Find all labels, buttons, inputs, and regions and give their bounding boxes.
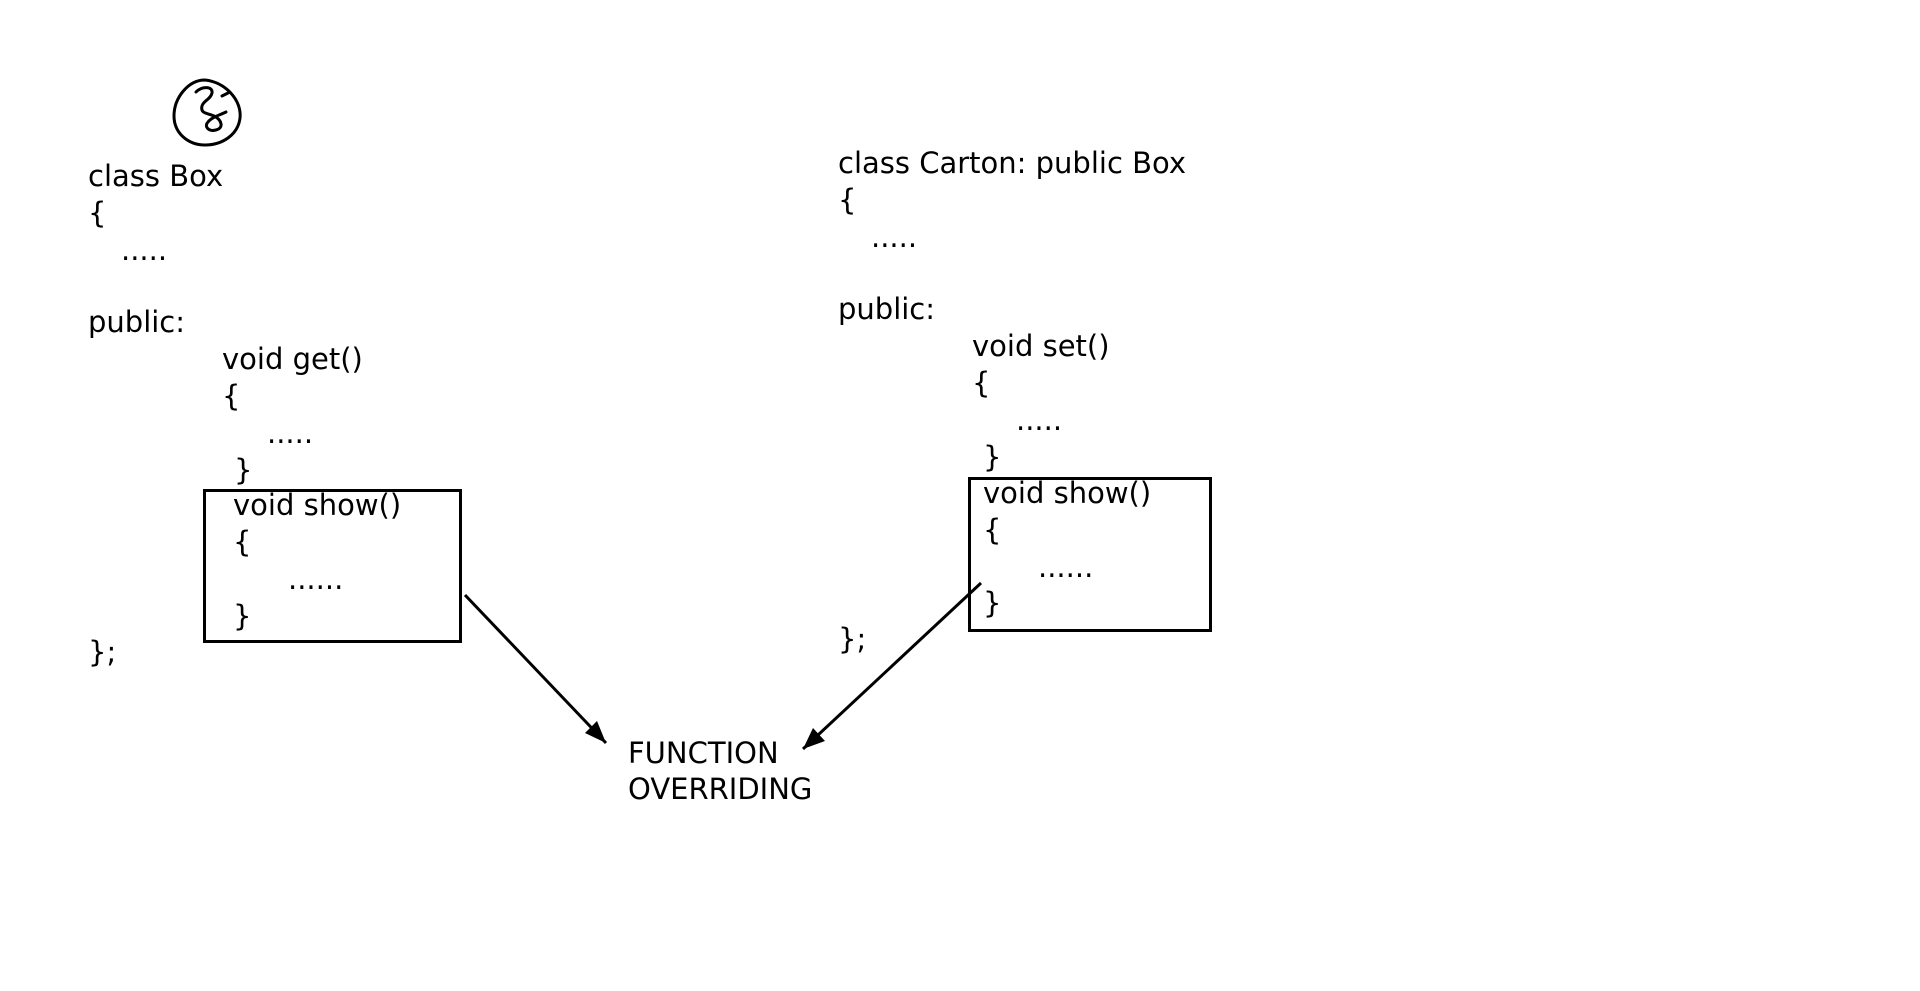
right-method-set-open: { <box>972 366 991 400</box>
right-method-set-body: ..... <box>1016 403 1063 437</box>
left-method-get-open: { <box>222 379 241 413</box>
left-method-show-close: } <box>233 599 252 633</box>
right-class-open-brace: { <box>838 183 857 217</box>
right-method-show-signature: void show() <box>983 476 1152 510</box>
left-method-get-body: ..... <box>267 416 314 450</box>
right-method-show-body: ...... <box>1038 550 1094 584</box>
label-line-2: OVERRIDING <box>628 772 813 806</box>
arrow-right-to-label <box>801 581 983 751</box>
label-line-1: FUNCTION <box>628 736 779 770</box>
right-method-set-close: } <box>983 440 1002 474</box>
left-class-open-brace: { <box>88 196 107 230</box>
right-class-header: class Carton: public Box <box>838 146 1187 180</box>
left-show-highlight-box <box>203 489 462 643</box>
left-method-get-close: } <box>234 453 253 487</box>
right-method-show-open: { <box>983 513 1002 547</box>
left-class-ellipsis: ..... <box>121 233 168 267</box>
right-show-highlight-box <box>968 477 1212 632</box>
left-class-close: }; <box>88 635 117 669</box>
left-method-get-signature: void get() <box>222 342 363 376</box>
handwritten-b-mark <box>172 78 242 147</box>
left-method-show-body: ...... <box>288 562 344 596</box>
left-class-header: class Box <box>88 159 224 193</box>
right-method-set-signature: void set() <box>972 329 1110 363</box>
arrow-left-to-label <box>463 593 608 745</box>
right-class-access: public: <box>838 292 936 326</box>
left-method-show-signature: void show() <box>233 488 402 522</box>
left-class-access: public: <box>88 305 186 339</box>
right-class-close: }; <box>838 622 867 656</box>
right-class-ellipsis: ..... <box>871 220 918 254</box>
left-method-show-open: { <box>233 525 252 559</box>
right-method-show-close: } <box>983 586 1002 620</box>
